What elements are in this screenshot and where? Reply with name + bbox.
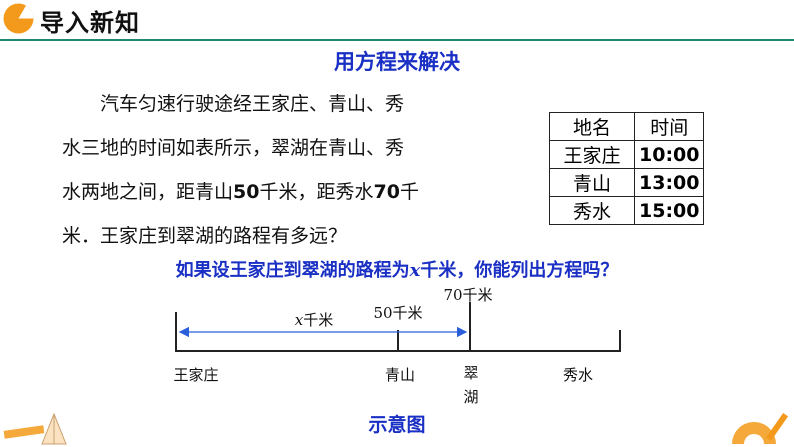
label-50km: 50千米: [373, 304, 422, 322]
table-cell-time: 13:00: [633, 168, 705, 197]
place-cuihu-2: 湖: [463, 388, 478, 406]
ruler-pencil-icon: [732, 412, 789, 444]
diagram-caption: 示意图: [368, 414, 426, 436]
header-title: 导入新知: [40, 9, 140, 37]
table-cell-place: 秀水: [549, 196, 635, 225]
table-row: 秀水 15:00: [549, 196, 705, 225]
geometry-tools-icon: [3, 412, 67, 445]
table-row: 王家庄 10:00: [549, 140, 705, 169]
problem-line-2: 水三地的时间如表所示，翠湖在青山、秀: [62, 137, 405, 159]
table-header-place: 地名: [549, 112, 635, 141]
problem-line-1: 汽车匀速行驶途经王家庄、青山、秀: [100, 93, 405, 115]
time-table: 地名 时间 王家庄 10:00 青山 13:00 秀水 15:00: [549, 112, 705, 225]
header-divider: [0, 39, 794, 41]
route-diagram: 70千米 50千米 x千米 王家庄 青山 翠 湖 秀水: [173, 286, 621, 406]
place-qingshan: 青山: [385, 366, 415, 384]
question-text: 如果设王家庄到翠湖的路程为x千米，你能列出方程吗？: [175, 260, 619, 281]
table-cell-place: 青山: [549, 168, 635, 197]
number-70: 70: [373, 181, 400, 203]
label-x-km: x千米: [295, 311, 333, 329]
variable-x: x: [409, 260, 421, 281]
problem-text: 汽车匀速行驶途经王家庄、青山、秀 水三地的时间如表所示，翠湖在青山、秀 水两地之…: [62, 82, 502, 258]
place-wangjiazhuang: 王家庄: [173, 366, 218, 384]
problem-line-4: 米．王家庄到翠湖的路程有多远？: [62, 225, 348, 247]
table-row: 青山 13:00: [549, 168, 705, 197]
table-cell-time: 10:00: [633, 140, 705, 169]
table-header-row: 地名 时间: [549, 112, 705, 141]
slide-header: 导入新知: [0, 0, 794, 41]
place-cuihu-1: 翠: [463, 364, 478, 382]
label-70km: 70千米: [443, 286, 492, 304]
table-cell-time: 15:00: [633, 196, 705, 225]
place-xiushui: 秀水: [563, 366, 593, 384]
pie-icon: [3, 3, 34, 34]
number-50: 50: [233, 181, 260, 203]
table-cell-place: 王家庄: [549, 140, 635, 169]
problem-line-3: 水两地之间，距青山50千米，距秀水70千: [62, 181, 419, 203]
table-header-time: 时间: [633, 112, 705, 141]
section-title: 用方程来解决: [334, 50, 460, 74]
